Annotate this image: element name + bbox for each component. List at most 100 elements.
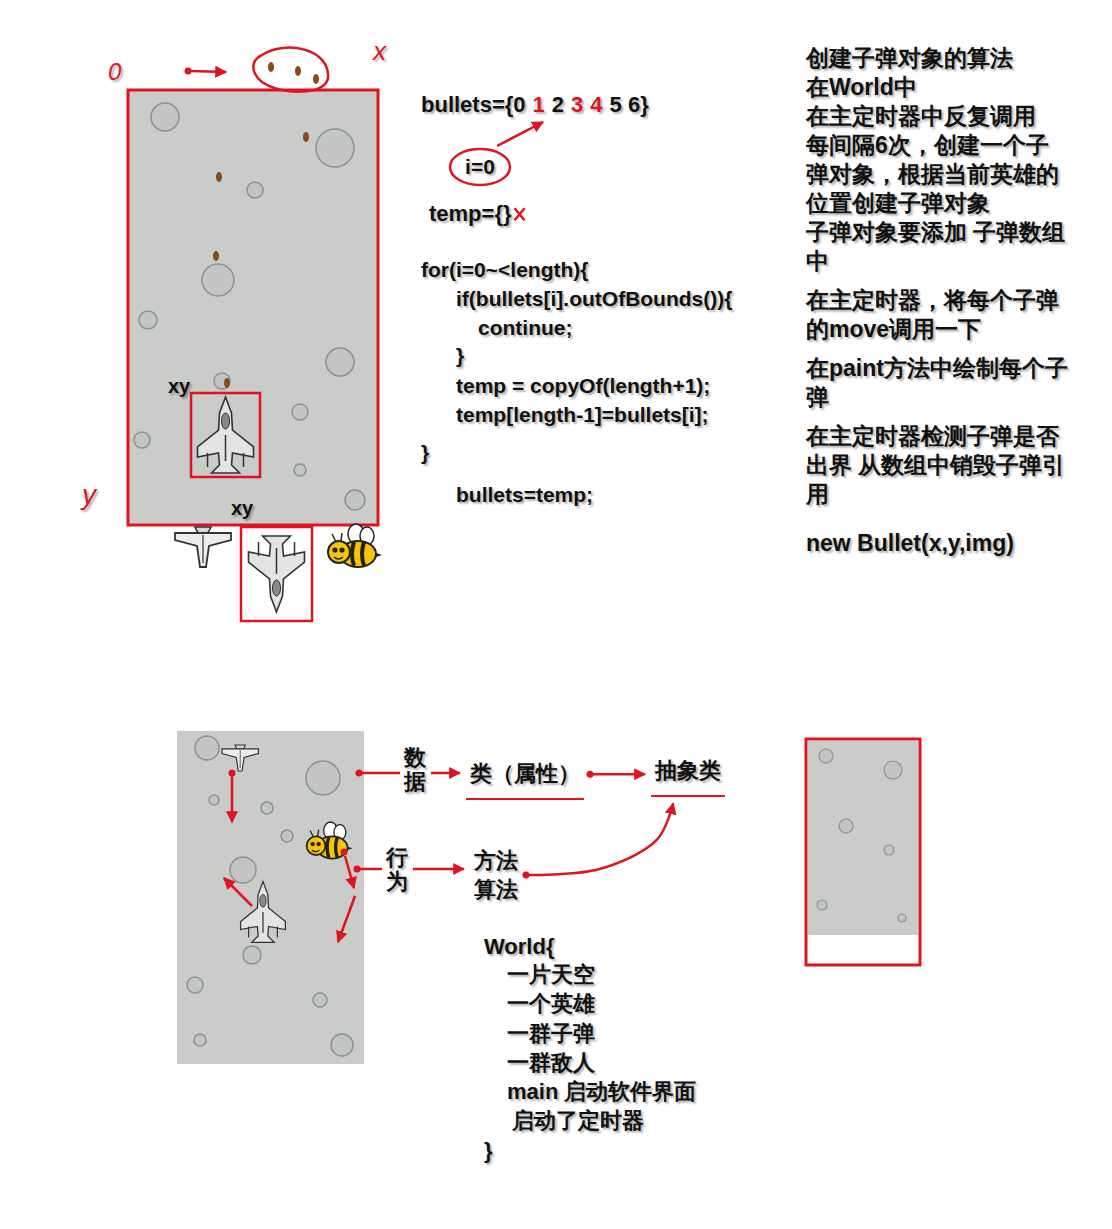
meteor	[134, 432, 150, 448]
enemy-plane	[175, 527, 231, 567]
meteor	[243, 946, 261, 964]
bullets	[268, 62, 319, 84]
meteors	[187, 736, 353, 1056]
screen-frame	[806, 739, 920, 965]
arrow-dot	[354, 866, 361, 873]
x-axis-arrow	[191, 71, 226, 72]
bullets	[213, 132, 309, 388]
node-text: 类（属性）	[470, 761, 580, 787]
sky-background	[808, 741, 918, 935]
data-arrow	[362, 772, 400, 775]
bee	[328, 524, 382, 567]
move-arrow	[345, 856, 354, 888]
hero-plane	[241, 882, 286, 943]
note-text: 在主定时器检测子弹是否出界 从数组中销毁子弹引用	[806, 422, 1068, 509]
code-line: continue;	[478, 315, 573, 340]
abstract-class-node: 抽象类	[651, 758, 725, 797]
note-text: 每间隔6次，创建一个子弹对象，根据当前英雄的位置创建子弹对象	[806, 131, 1068, 218]
arrow-dot	[356, 770, 363, 777]
move-arrow	[338, 896, 355, 942]
move-arrow	[224, 878, 252, 906]
note-text: 在paint方法中绘制每个子弹	[806, 354, 1068, 412]
bullet	[313, 74, 319, 84]
bullet	[213, 251, 219, 261]
code-line: temp[length-1]=bullets[i];	[456, 402, 709, 427]
meteor	[839, 819, 853, 833]
axis-label: x	[373, 36, 386, 67]
connector-arrow	[590, 773, 645, 776]
world-member: main 启动软件界面	[507, 1079, 696, 1105]
note-text: 在World中	[806, 73, 1068, 102]
game-screen	[128, 90, 378, 525]
bee	[307, 822, 353, 859]
node-text: 方法 算法	[474, 846, 520, 904]
code-line: }	[456, 343, 464, 368]
bullet	[224, 378, 230, 388]
world-member: 一个英雄	[507, 991, 595, 1017]
vertical-label: 行为	[386, 846, 408, 894]
hero-plane	[198, 397, 254, 473]
hero-box	[191, 393, 260, 477]
game-screen	[177, 731, 364, 1064]
axis-label: y	[82, 478, 96, 512]
connector-arrow	[526, 803, 673, 875]
array-element: bullets={0	[421, 92, 526, 118]
meteor	[187, 977, 203, 993]
note-text: new Bullet(x,y,img)	[806, 529, 1068, 558]
connector-dot	[523, 872, 530, 879]
note-text: 在主定时器中反复调用	[806, 102, 1068, 131]
world-member: 启动了定时器	[512, 1108, 644, 1134]
note-text: 子弹对象要添加 子弹数组中	[806, 218, 1068, 276]
world-member: 一片天空	[507, 962, 595, 988]
ellipse-outline	[450, 149, 510, 185]
connector-dot	[587, 771, 594, 778]
pointer-arrow	[497, 122, 543, 146]
behavior-arrow	[360, 868, 382, 871]
note-text: 在主定时器，将每个子弹的move调用一下	[806, 286, 1068, 344]
vertical-label: 数据	[404, 746, 426, 794]
bullet	[216, 172, 222, 182]
arrow-dot	[341, 849, 348, 856]
method-node: 方法 算法	[474, 846, 520, 904]
cross-mark	[515, 208, 525, 220]
array-element: 4	[590, 92, 602, 118]
meteor	[306, 761, 340, 795]
meteor	[313, 993, 327, 1007]
meteor	[261, 802, 273, 814]
meteor	[294, 464, 306, 476]
big-plane	[249, 536, 305, 612]
meteors	[817, 749, 906, 922]
enemy-plane	[222, 745, 258, 771]
meteor	[139, 311, 157, 329]
meteor	[819, 749, 833, 763]
meteor	[151, 103, 179, 131]
class-node: 类（属性）	[466, 761, 584, 800]
meteor	[214, 373, 230, 389]
meteor	[230, 857, 256, 883]
meteor	[884, 845, 894, 855]
meteor	[194, 1034, 206, 1046]
array-element: 5 6}	[610, 92, 649, 118]
meteor	[326, 348, 354, 376]
meteor	[817, 900, 827, 910]
code-line: bullets=temp;	[456, 482, 593, 507]
meteor	[884, 761, 902, 779]
bullet	[268, 62, 274, 72]
world-member: 一群子弹	[507, 1021, 595, 1047]
meteor	[281, 830, 293, 842]
code-line: }	[484, 1138, 493, 1164]
meteor	[316, 129, 354, 167]
axis-origin: 0	[108, 58, 121, 87]
array-element: 2	[552, 92, 564, 118]
coordinate-label: xy	[231, 496, 253, 520]
meteor	[209, 795, 219, 805]
meteor	[292, 404, 308, 420]
bullet	[303, 132, 309, 142]
arrow-dot	[229, 770, 236, 777]
code-line: World{	[484, 934, 554, 960]
meteor	[195, 736, 219, 760]
move-arrow	[231, 776, 234, 822]
code-line: temp = copyOf(length+1);	[456, 373, 710, 398]
meteor	[247, 182, 263, 198]
